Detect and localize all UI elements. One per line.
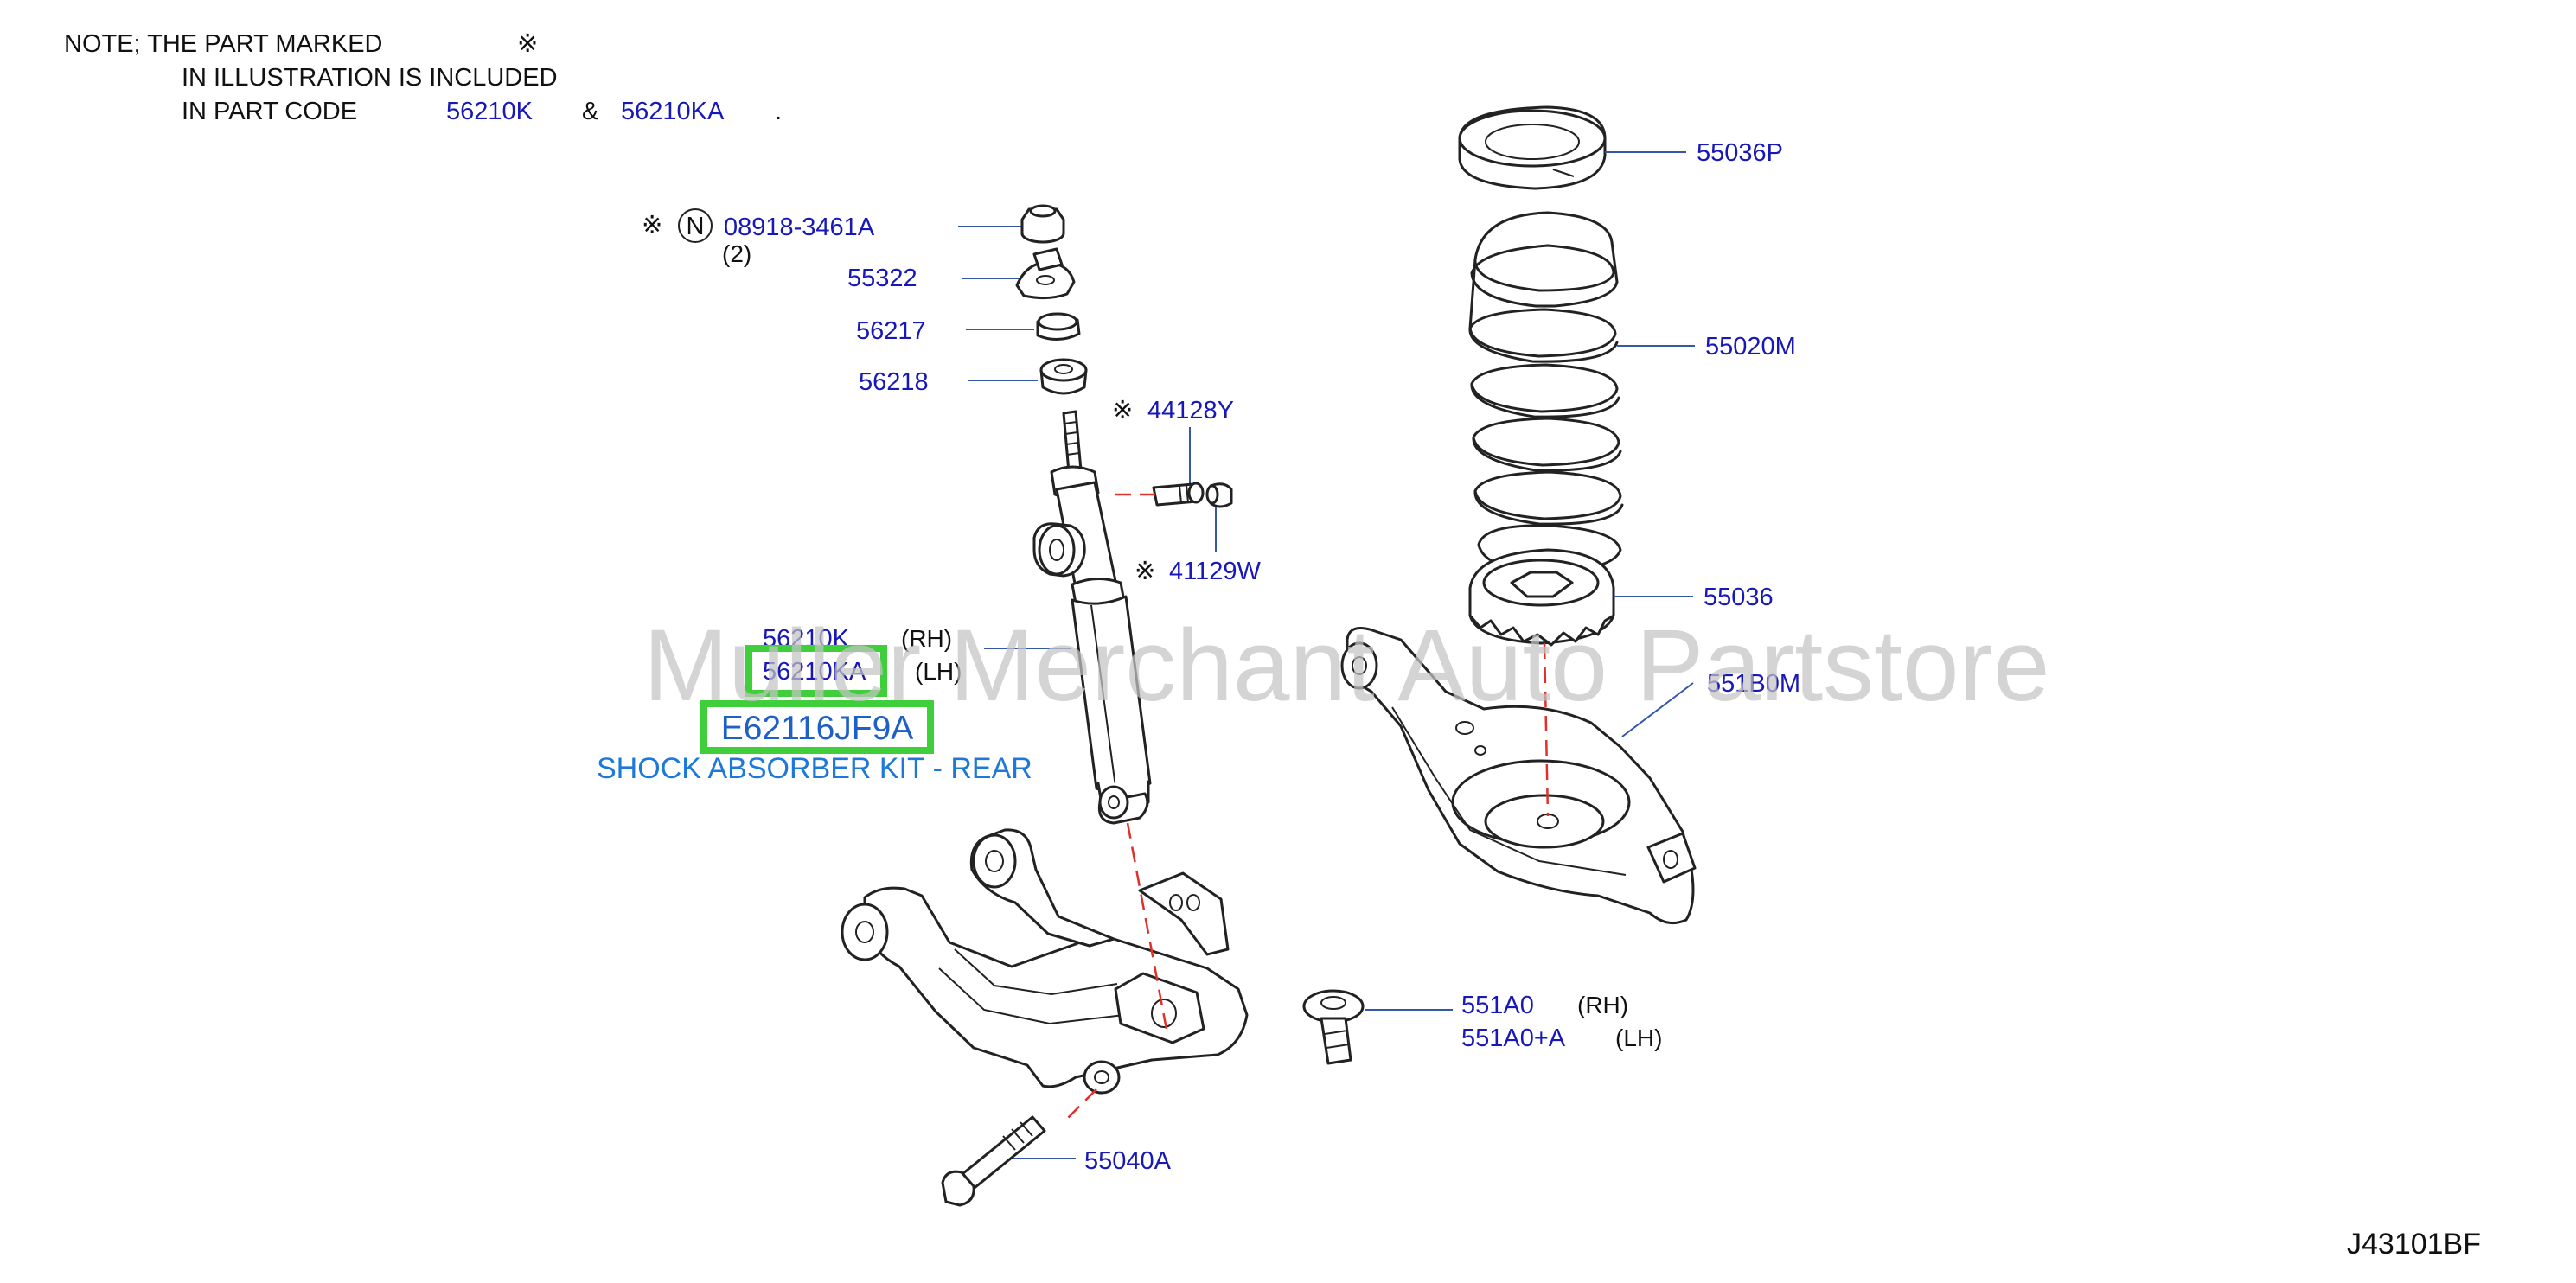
piston-rod-drawing	[1062, 410, 1083, 474]
asterisk-symbol-icon: ※	[1135, 558, 1155, 585]
mount-bolt-drawing	[1152, 482, 1205, 507]
callout-44128y: ※ 44128Y	[1112, 397, 1234, 489]
diagram-code: J43101BF	[2347, 1228, 2481, 1261]
part-number-08918-3461a[interactable]: 08918-3461A	[724, 214, 875, 241]
note-part-code-b[interactable]: 56210KA	[621, 98, 725, 125]
note-block: NOTE; THE PART MARKED ※ IN ILLUSTRATION …	[64, 30, 782, 125]
callout-55322: 55322	[847, 265, 1033, 292]
asterisk-symbol-icon: ※	[1112, 397, 1133, 424]
side-lh-label: (LH)	[1615, 1024, 1662, 1051]
callout-56217: 56217	[856, 317, 1034, 345]
coil-spring-drawing	[1468, 211, 1624, 574]
note-line-3: IN PART CODE	[182, 98, 357, 125]
note-ampersand: &	[582, 98, 598, 125]
callout-56210ka: 56210KA (LH)	[745, 645, 962, 697]
side-lh-label: (LH)	[915, 658, 962, 685]
part-quantity: (2)	[722, 240, 751, 267]
part-number-551b0m[interactable]: 551B0M	[1707, 670, 1800, 698]
part-number-551a0-a[interactable]: 551A0+A	[1461, 1024, 1566, 1052]
note-part-code-a[interactable]: 56210K	[446, 98, 534, 125]
part-number-56218[interactable]: 56218	[859, 368, 929, 396]
bushing-upper-drawing	[1036, 312, 1081, 341]
part-number-551a0[interactable]: 551A0	[1461, 992, 1534, 1019]
callout-551b0m: 551B0M	[1621, 670, 1800, 737]
top-nut-drawing	[1020, 204, 1065, 244]
part-number-44128y[interactable]: 44128Y	[1147, 397, 1234, 424]
note-period: .	[775, 98, 782, 125]
lower-link-arm-drawing	[841, 822, 1365, 1121]
watermark-text: Muller Merchant Auto Partstore	[643, 609, 2049, 723]
spring-seat-lower-drawing	[1468, 548, 1615, 647]
part-number-55020m[interactable]: 55020M	[1705, 333, 1796, 361]
cap-nut-drawing	[1205, 482, 1233, 508]
kit-callout[interactable]: E62116JF9A SHOCK ABSORBER KIT - REAR	[597, 700, 1032, 785]
spring-seat-upper-drawing	[1458, 105, 1607, 190]
asterisk-symbol-icon: ※	[642, 212, 662, 239]
part-number-41129w[interactable]: 41129W	[1169, 558, 1261, 585]
spring-arm-drawing	[1340, 627, 1697, 925]
callout-55036: 55036	[1614, 584, 1774, 611]
callout-56218: 56218	[859, 368, 1038, 396]
kit-part-code[interactable]: E62116JF9A	[721, 710, 914, 747]
callout-55040a: 55040A	[1013, 1147, 1172, 1175]
callout-08918-3461a: ※ N 08918-3461A (2)	[642, 208, 1031, 267]
kit-highlight-box	[700, 700, 934, 754]
callout-551a0: 551A0 (RH) 551A0+A (LH)	[1365, 992, 1662, 1052]
bushing-lower-drawing	[1039, 358, 1088, 395]
part-number-56210ka[interactable]: 56210KA	[763, 658, 866, 686]
shock-lower-eye-drawing	[1096, 780, 1150, 825]
side-rh-label: (RH)	[1577, 992, 1628, 1018]
circle-n-icon	[678, 208, 713, 243]
leader-line	[1621, 682, 1694, 737]
part-number-55036p[interactable]: 55036P	[1697, 139, 1783, 167]
part-number-55322[interactable]: 55322	[847, 265, 917, 292]
asterisk-symbol-icon: ※	[517, 30, 538, 58]
circle-n-letter: N	[687, 213, 705, 240]
highlight-box	[745, 645, 887, 697]
note-line-1: NOTE; THE PART MARKED	[64, 30, 382, 58]
side-rh-label: (RH)	[901, 625, 952, 652]
note-line-2: IN ILLUSTRATION IS INCLUDED	[182, 64, 558, 92]
kit-label[interactable]: SHOCK ABSORBER KIT - REAR	[597, 752, 1032, 785]
part-number-55040a[interactable]: 55040A	[1084, 1147, 1172, 1175]
part-number-55036[interactable]: 55036	[1703, 584, 1774, 611]
washer-bracket-drawing	[1015, 247, 1076, 300]
arm-bolt-drawing	[941, 1115, 1046, 1207]
callout-55036p: 55036P	[1605, 139, 1783, 167]
part-number-56217[interactable]: 56217	[856, 317, 926, 345]
shock-absorber-drawing	[1015, 204, 1233, 825]
callout-55020m: 55020M	[1617, 333, 1796, 361]
callout-41129w: ※ 41129W	[1135, 507, 1261, 585]
side-mount-bushing-drawing	[1032, 522, 1086, 578]
